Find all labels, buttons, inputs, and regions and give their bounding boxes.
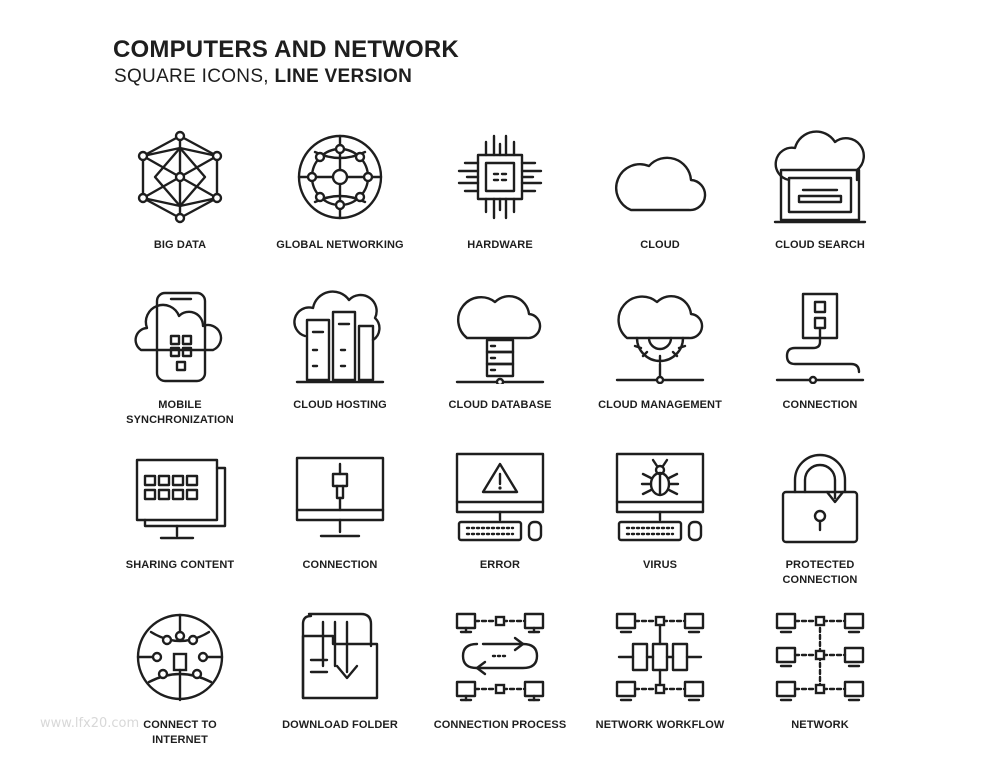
- label-download-folder: DOWNLOAD FOLDER: [282, 719, 398, 731]
- label-connection-process: CONNECTION PROCESS: [433, 719, 567, 731]
- label-global-networking: GLOBAL NETWORKING: [276, 239, 404, 251]
- monitor-connection-icon: [295, 456, 385, 538]
- subtitle-plain: SQUARE ICONS,: [114, 66, 275, 87]
- label-cloud: CLOUD: [640, 239, 680, 251]
- global-networking-icon: [297, 134, 383, 220]
- error-warning-icon: [455, 452, 545, 542]
- icon-cell-cloud-database: CLOUD DATABASE: [420, 290, 580, 440]
- virus-bug-icon: [615, 452, 705, 542]
- icon-cell-hardware: HARDWARE: [420, 130, 580, 280]
- cloud-database-icon: [455, 295, 545, 384]
- mobile-sync-icon: [134, 291, 223, 383]
- cloud-management-icon: [615, 295, 705, 384]
- cloud-icon: [615, 156, 707, 212]
- icon-cell-monitor-connection: CONNECTION: [260, 450, 420, 600]
- label-network: NETWORK: [791, 719, 849, 731]
- icon-cell-cloud-management: CLOUD MANAGEMENT: [580, 290, 740, 440]
- label-error: ERROR: [479, 559, 521, 571]
- padlock-icon: [781, 453, 859, 544]
- icon-cell-download-folder: DOWNLOAD FOLDER: [260, 610, 420, 760]
- icon-cell-global-networking: GLOBAL NETWORKING: [260, 130, 420, 280]
- connection-plug-icon: [775, 292, 865, 384]
- page-subtitle: SQUARE ICONS, LINE VERSION: [114, 66, 412, 88]
- label-connection: CONNECTION: [782, 399, 858, 411]
- label-cloud-search: CLOUD SEARCH: [775, 239, 865, 251]
- cloud-hosting-icon: [293, 290, 385, 384]
- big-data-icon: [137, 130, 223, 224]
- icon-cell-connection-process: CONNECTION PROCESS: [420, 610, 580, 760]
- hardware-chip-icon: [457, 134, 543, 220]
- icon-cell-cloud-search: CLOUD SEARCH: [740, 130, 900, 280]
- label-cloud-database: CLOUD DATABASE: [448, 399, 552, 411]
- label-cloud-management: CLOUD MANAGEMENT: [598, 399, 722, 411]
- network-workflow-icon: [615, 612, 705, 702]
- subtitle-bold: LINE VERSION: [274, 66, 413, 87]
- icon-cell-connection: CONNECTION: [740, 290, 900, 440]
- connect-internet-icon: [136, 613, 224, 702]
- label-big-data: BIG DATA: [153, 239, 207, 251]
- page-title: COMPUTERS AND NETWORK: [113, 36, 459, 63]
- label-network-workflow: NETWORK WORKFLOW: [595, 719, 725, 731]
- icon-cell-error: ERROR: [420, 450, 580, 600]
- icon-cell-network-workflow: NETWORK WORKFLOW: [580, 610, 740, 760]
- icon-cell-cloud: CLOUD: [580, 130, 740, 280]
- icon-cell-big-data: BIG DATA: [100, 130, 260, 280]
- sharing-content-icon: [135, 458, 227, 540]
- watermark: www.lfx20.com: [40, 716, 140, 731]
- label-hardware: HARDWARE: [467, 239, 533, 251]
- connection-process-icon: [455, 612, 545, 702]
- network-icon: [775, 612, 865, 702]
- icon-cell-virus: VIRUS: [580, 450, 740, 600]
- label-virus: VIRUS: [642, 559, 678, 571]
- icon-cell-cloud-hosting: CLOUD HOSTING: [260, 290, 420, 440]
- label-monitor-connection: CONNECTION: [302, 559, 378, 571]
- icon-cell-network: NETWORK: [740, 610, 900, 760]
- download-folder-icon: [301, 612, 379, 700]
- cloud-search-icon: [773, 130, 867, 224]
- label-cloud-hosting: CLOUD HOSTING: [293, 399, 387, 411]
- icon-cell-sharing-content: SHARING CONTENT: [100, 450, 260, 600]
- label-sharing-content: SHARING CONTENT: [125, 559, 235, 571]
